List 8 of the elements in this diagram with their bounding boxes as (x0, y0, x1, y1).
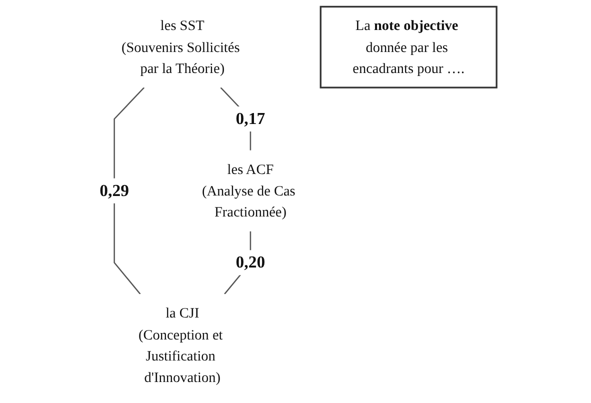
edge-label: 0,29 (100, 182, 129, 200)
node-text: les SST (Souvenirs Sollicités par la Théorie) (121, 18, 240, 76)
edge-label: 0,20 (236, 253, 266, 272)
node-text: la CJI (Conception et Justification d'Innovation) (138, 304, 223, 385)
node-box: La note objective donnée par les encadrants pour …. (320, 6, 498, 88)
node-text: les ACF (Analyse de Cas Fractionnée) (202, 161, 296, 220)
connector (114, 87, 145, 294)
edge-label: 0,17 (236, 110, 266, 128)
